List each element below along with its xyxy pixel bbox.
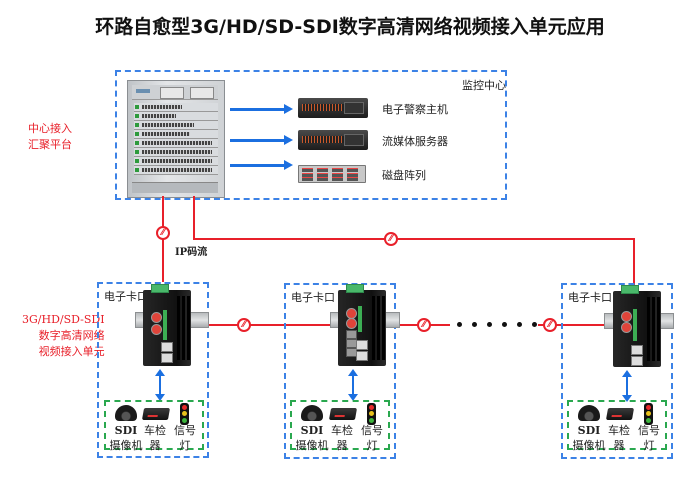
continuation-dot [502,322,507,327]
video-access-unit-device [338,284,386,366]
detector-label-line1: 车检 [144,424,166,437]
continuation-dot [487,322,492,327]
fiber-link-icon: ⁄⁄ [417,318,431,332]
camera-label-line1: SDI [114,424,138,437]
detector-label-line2: 器 [336,439,348,452]
arrowhead-down-icon [348,394,358,401]
detector-label-line1: 车检 [331,424,353,437]
fiber-link-top-horizontal [193,238,635,240]
device-label-media-server: 流媒体服务器 [382,135,448,148]
monitoring-center-label: 监控中心 [462,79,506,92]
detector-label-line2: 器 [613,439,625,452]
light-label-line1: 信号 [638,424,660,437]
peripheral-label-camera: SDI 摄像机 [109,423,143,453]
detector-label-line2: 器 [149,439,161,452]
diagram-title: 环路自愈型3G/HD/SD-SDI数字高清网络视频接入单元应用 [95,16,605,38]
aggregation-label-line1: 中心接入 [28,122,72,135]
light-label-line1: 信号 [361,424,383,437]
unit-label-line1: 3G/HD/SD-SDI [22,313,105,326]
continuation-dot [472,322,477,327]
camera-label-line2: 摄像机 [295,439,329,452]
light-label-line1: 信号 [174,424,196,437]
peripheral-label-camera: SDI 摄像机 [572,423,606,453]
peripheral-label-light: 信号 灯 [172,423,198,453]
light-label-line2: 灯 [366,439,378,452]
arrowhead-down-icon [622,395,632,402]
arrowhead-up-icon [348,369,358,376]
light-label-line2: 灯 [179,439,191,452]
camera-label-line1: SDI [300,424,324,437]
peripheral-label-detector: 车检 器 [607,423,631,453]
rack-server-icon [298,130,368,150]
arrowhead-up-icon [155,369,165,376]
checkpoint-label-3: 电子卡口 [568,291,612,304]
arrowhead-down-icon [155,394,165,401]
light-label-line2: 灯 [643,439,655,452]
link-arrow-disk-array [230,164,284,167]
camera-label-line1: SDI [577,424,601,437]
aggregation-platform-label: 中心接入 汇聚平台 [28,121,72,153]
fiber-link-icon: ⁄⁄ [543,318,557,332]
dome-camera-icon [578,405,600,421]
arrowhead-right-icon [284,135,293,145]
continuation-dot [457,322,462,327]
rack-server-icon [298,98,368,118]
peripheral-group-3 [567,400,667,450]
aggregation-label-line2: 汇聚平台 [28,138,72,151]
fiber-link-icon: ⁄⁄ [384,232,398,246]
detector-label-line1: 车检 [608,424,630,437]
arrowhead-right-icon [284,104,293,114]
device-label-disk-array: 磁盘阵列 [382,169,426,182]
checkpoint-zone-3 [561,283,673,459]
continuation-dot [532,322,537,327]
peripheral-group-2 [290,400,390,450]
fiber-link-right-vertical [633,238,635,290]
ethernet-link-arrow [352,375,354,395]
fiber-link-dots-unit3 [538,324,608,326]
monitoring-center-zone [115,70,507,200]
peripheral-label-detector: 车检 器 [143,423,167,453]
checkpoint-zone-1 [97,282,209,458]
fiber-link-icon: ⁄⁄ [156,226,170,240]
link-arrow-police-host [230,108,284,111]
video-access-unit-device [613,285,661,367]
access-unit-side-label: 3G/HD/SD-SDI 数字高清网络 视频接入单元 [22,312,105,360]
fiber-link-unit1-unit2 [200,324,345,326]
arrowhead-right-icon [284,160,293,170]
fiber-link-unit2-dots [380,324,450,326]
ethernet-link-arrow [159,375,161,395]
peripheral-label-light: 信号 灯 [636,423,662,453]
peripheral-label-camera: SDI 摄像机 [295,423,329,453]
ip-stream-label: IP码流 [175,247,208,258]
arrowhead-up-icon [622,370,632,377]
video-access-unit-device [143,284,191,366]
unit-label-line2: 数字高清网络 [38,329,105,342]
fiber-link-right-vertical-top [193,196,195,239]
traffic-light-icon [367,403,376,425]
peripheral-label-detector: 车检 器 [330,423,354,453]
traffic-light-icon [644,403,653,425]
disk-array-icon [298,165,366,183]
checkpoint-zone-2 [284,283,396,459]
device-label-police-host: 电子警察主机 [382,103,448,116]
dome-camera-icon [301,405,323,421]
checkpoint-label-2: 电子卡口 [291,291,335,304]
peripheral-label-light: 信号 灯 [359,423,385,453]
fiber-link-icon: ⁄⁄ [237,318,251,332]
vehicle-detector-icon [328,408,358,420]
unit-label-line3: 视频接入单元 [38,345,105,358]
ethernet-link-arrow [626,376,628,396]
camera-label-line2: 摄像机 [572,439,606,452]
peripheral-group-1 [104,400,204,450]
link-arrow-media-server [230,139,284,142]
dome-camera-icon [115,405,137,421]
traffic-light-icon [180,403,189,425]
continuation-dot [517,322,522,327]
vehicle-detector-icon [605,408,635,420]
chassis-switch-icon [127,80,225,198]
vehicle-detector-icon [141,408,171,420]
checkpoint-label-1: 电子卡口 [104,290,148,303]
camera-label-line2: 摄像机 [109,439,143,452]
